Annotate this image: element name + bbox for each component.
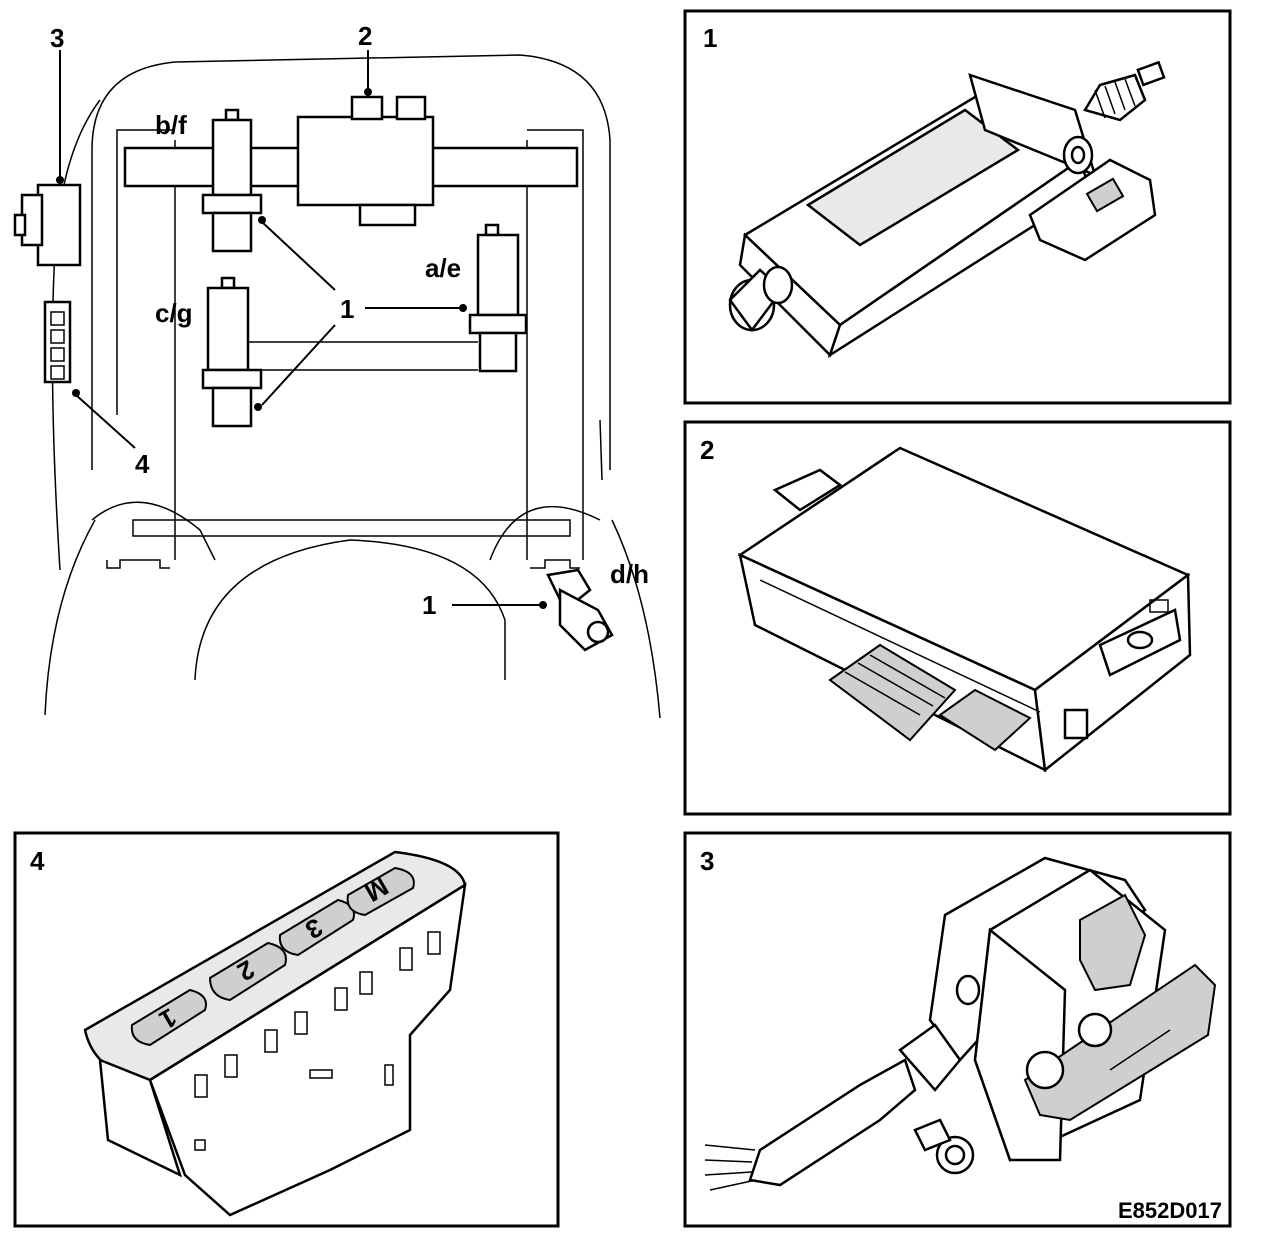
- figure-code: E852D017: [1118, 1198, 1222, 1223]
- overview-seat-switch: [13, 183, 82, 267]
- frame-left-rail: [116, 129, 175, 415]
- overview-control-unit: [296, 95, 435, 227]
- cushion-outer-right: [611, 519, 661, 719]
- lower-cross-bar: [132, 519, 571, 537]
- panel-seat-switch: 3 E852D017: [683, 831, 1232, 1228]
- overview-motor-bf: [201, 108, 263, 253]
- cushion-outer-left: [44, 519, 96, 716]
- overview-motor-cg: [201, 276, 263, 428]
- control-module-icon: [737, 446, 1192, 773]
- leader-dot-2: [364, 88, 372, 96]
- motor-position-bf: b/f: [155, 110, 187, 140]
- motor-position-dh: d/h: [610, 559, 649, 589]
- panel-control-unit-number: 2: [700, 435, 714, 465]
- callout-1: 1: [340, 294, 354, 324]
- callout-1-lower: 1: [422, 590, 436, 620]
- seat-overview: 3 2 4 1 1 b/f c/g a/e d/h: [13, 21, 661, 719]
- seat-back-outline: [91, 54, 611, 470]
- seat-back-inner-right: [599, 419, 603, 481]
- leader-dot-dh: [539, 601, 547, 609]
- panel-memory-buttons: 4 1: [13, 831, 560, 1228]
- cushion-right-curve: [489, 505, 601, 561]
- seat-motor-icon: [728, 60, 1166, 358]
- motor-position-ae: a/e: [425, 253, 461, 283]
- panel-control-unit: 2: [683, 420, 1232, 816]
- memory-button-1[interactable]: 1: [130, 988, 207, 1047]
- overview-motor-ae: [468, 223, 528, 373]
- callout-2: 2: [358, 21, 372, 51]
- leader-dot-4: [72, 389, 80, 397]
- frame-foot-right: [530, 559, 580, 569]
- memory-button-panel-icon: 1 2 3 M: [83, 850, 467, 1217]
- frame-foot-left: [106, 559, 170, 569]
- seat-adjust-switch-icon: [704, 856, 1217, 1191]
- panel-seat-switch-number: 3: [700, 846, 714, 876]
- memory-button-2[interactable]: 2: [208, 941, 287, 1002]
- overview-motor-dh: [546, 568, 614, 652]
- callout-3: 3: [50, 23, 64, 53]
- cushion-center-curve: [194, 539, 506, 681]
- leader-dot-ae: [459, 304, 467, 312]
- leader-1-cg: [261, 324, 336, 406]
- cushion-left-curve: [91, 501, 216, 561]
- leader-dot-bf: [258, 216, 266, 224]
- leader-dot-3: [56, 176, 64, 184]
- panel-motor-number: 1: [703, 23, 717, 53]
- panel-memory-buttons-number: 4: [30, 846, 45, 876]
- motor-position-cg: c/g: [155, 298, 193, 328]
- leader-1-bf: [261, 221, 336, 291]
- callout-4: 4: [135, 449, 150, 479]
- leader-4: [75, 394, 136, 449]
- seat-back-inner-left: [51, 99, 101, 571]
- leader-dot-cg: [254, 403, 262, 411]
- overview-memory-panel: [43, 300, 72, 384]
- frame-right-rail: [527, 129, 584, 560]
- panel-motor: 1: [683, 9, 1232, 405]
- memory-button-3[interactable]: 3: [278, 898, 355, 957]
